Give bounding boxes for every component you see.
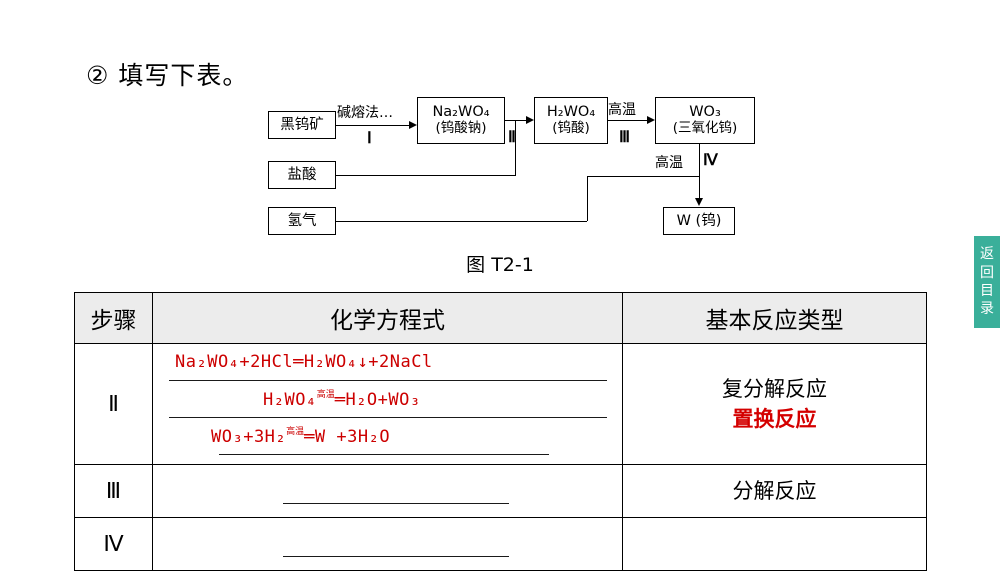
return-to-contents-label: 返回目录 bbox=[980, 246, 994, 318]
equation-1-left: Na₂WO₄+2HCl bbox=[175, 352, 294, 372]
equation-2-condition: 高温 bbox=[316, 390, 335, 400]
label-step2-roman: Ⅱ bbox=[508, 129, 516, 146]
equation-3-left: WO₃+3H₂ bbox=[211, 427, 287, 447]
cell-step-4: Ⅳ bbox=[74, 517, 153, 571]
figure-caption: 图 T2-1 bbox=[466, 254, 534, 276]
page-title: ② 填写下表。 bbox=[86, 61, 249, 90]
connector-h2-to-riser bbox=[587, 176, 699, 177]
equation-blank-3 bbox=[153, 465, 622, 517]
equation-2-arrow: ═ bbox=[334, 390, 346, 410]
flow-diagram: 黑钨矿 盐酸 氢气 Na₂WO₄ (钨酸钠) H₂WO₄ (钨酸) WO₃ (三… bbox=[0, 90, 1000, 250]
connector-h2-vertical bbox=[587, 176, 588, 221]
equation-3-arrow: ═ bbox=[304, 427, 315, 447]
diagram-box-ore: 黑钨矿 bbox=[268, 111, 336, 139]
connector-h2wo4-wo3 bbox=[608, 120, 647, 121]
arrowhead-wo3-w bbox=[694, 198, 703, 206]
connector-ore-na2wo4 bbox=[336, 125, 409, 126]
equation-3-right: W +3H₂O bbox=[314, 427, 391, 447]
table-header-row: 步骤 化学方程式 基本反应类型 bbox=[74, 292, 927, 344]
blank-underline-3 bbox=[283, 503, 509, 504]
diagram-box-h2-label: 氢气 bbox=[287, 212, 317, 229]
equation-1: Na₂WO₄+2HCl═H₂WO₄↓+2NaCl bbox=[175, 352, 433, 372]
diagram-box-w: W (钨) bbox=[663, 207, 735, 235]
equation-stack: Na₂WO₄+2HCl═H₂WO₄↓+2NaCl H₂WO₄高温═H₂O+WO₃… bbox=[153, 344, 622, 464]
table-row: Ⅲ 分解反应 bbox=[74, 464, 927, 518]
cell-type-4 bbox=[622, 517, 927, 571]
header-step: 步骤 bbox=[74, 292, 153, 344]
diagram-box-wo3: WO₃ (三氧化钨) bbox=[655, 97, 755, 144]
arrowhead-na2wo4-h2wo4 bbox=[526, 115, 534, 124]
equation-1-underline bbox=[169, 380, 607, 381]
reaction-type-line-3: 分解反应 bbox=[732, 478, 817, 503]
diagram-box-w-label: W (钨) bbox=[676, 212, 722, 229]
equation-3-condition: 高温 bbox=[286, 427, 305, 437]
label-step1-roman: Ⅰ bbox=[367, 130, 372, 147]
label-step3-roman: Ⅲ bbox=[619, 129, 631, 146]
blank-underline-4 bbox=[283, 556, 509, 557]
cell-equations-2: Na₂WO₄+2HCl═H₂WO₄↓+2NaCl H₂WO₄高温═H₂O+WO₃… bbox=[152, 343, 623, 465]
equation-2: H₂WO₄高温═H₂O+WO₃ bbox=[263, 390, 421, 410]
table-row: Ⅳ bbox=[74, 517, 927, 571]
connector-hcl-horizontal bbox=[336, 175, 516, 176]
diagram-box-hcl-label: 盐酸 bbox=[287, 166, 317, 183]
diagram-box-h2wo4-formula: H₂WO₄ bbox=[546, 104, 596, 121]
header-equation: 化学方程式 bbox=[152, 292, 623, 344]
cell-type-2: 复分解反应 置换反应 bbox=[622, 343, 927, 465]
diagram-box-na2wo4: Na₂WO₄ (钨酸钠) bbox=[417, 97, 505, 144]
arrowhead-h2wo4-wo3 bbox=[647, 115, 655, 124]
diagram-box-ore-label: 黑钨矿 bbox=[280, 116, 324, 133]
equation-2-underline bbox=[169, 417, 607, 418]
reaction-type-line-2: 置换反应 bbox=[732, 407, 817, 431]
equation-2-right: H₂O+WO₃ bbox=[345, 390, 421, 410]
return-to-contents-tab[interactable]: 返回目录 bbox=[974, 236, 1000, 328]
cell-step-2: Ⅱ bbox=[74, 343, 153, 465]
connector-hcl-vertical bbox=[515, 120, 516, 175]
equation-1-arrow: ═ bbox=[293, 352, 304, 372]
connector-h2-horizontal bbox=[336, 221, 587, 222]
cell-type-3: 分解反应 bbox=[622, 464, 927, 518]
equation-3-underline bbox=[219, 454, 549, 455]
cell-equations-4 bbox=[152, 517, 623, 571]
equation-blank-4 bbox=[153, 518, 622, 570]
connector-wo3-down bbox=[699, 144, 700, 199]
label-step3-condition: 高温 bbox=[608, 102, 636, 118]
diagram-box-hcl: 盐酸 bbox=[268, 161, 336, 189]
diagram-box-h2wo4: H₂WO₄ (钨酸) bbox=[534, 97, 608, 144]
label-step1-condition: 碱熔法… bbox=[337, 105, 393, 121]
diagram-box-na2wo4-formula: Na₂WO₄ bbox=[432, 104, 490, 121]
header-reaction-type: 基本反应类型 bbox=[622, 292, 927, 344]
cell-step-3: Ⅲ bbox=[74, 464, 153, 518]
equation-3: WO₃+3H₂高温═W +3H₂O bbox=[211, 427, 390, 447]
equation-2-left: H₂WO₄ bbox=[263, 390, 317, 410]
arrowhead-ore-na2wo4 bbox=[409, 120, 417, 129]
table-row: Ⅱ Na₂WO₄+2HCl═H₂WO₄↓+2NaCl H₂WO₄高温═H₂O+W… bbox=[74, 343, 927, 465]
diagram-box-na2wo4-name: (钨酸钠) bbox=[435, 120, 487, 137]
label-step4-roman: Ⅳ bbox=[703, 152, 718, 169]
cell-equations-3 bbox=[152, 464, 623, 518]
label-step4-condition: 高温 bbox=[655, 155, 683, 171]
reaction-type-line-1: 复分解反应 bbox=[722, 376, 827, 401]
diagram-box-wo3-name: (三氧化钨) bbox=[672, 120, 738, 137]
diagram-box-h2wo4-name: (钨酸) bbox=[552, 120, 590, 137]
equation-1-right: H₂WO₄↓+2NaCl bbox=[303, 352, 433, 372]
diagram-box-wo3-formula: WO₃ bbox=[689, 104, 721, 121]
answer-table: 步骤 化学方程式 基本反应类型 Ⅱ Na₂WO₄+2HCl═H₂WO₄↓+2Na… bbox=[74, 292, 927, 571]
diagram-box-h2: 氢气 bbox=[268, 207, 336, 235]
